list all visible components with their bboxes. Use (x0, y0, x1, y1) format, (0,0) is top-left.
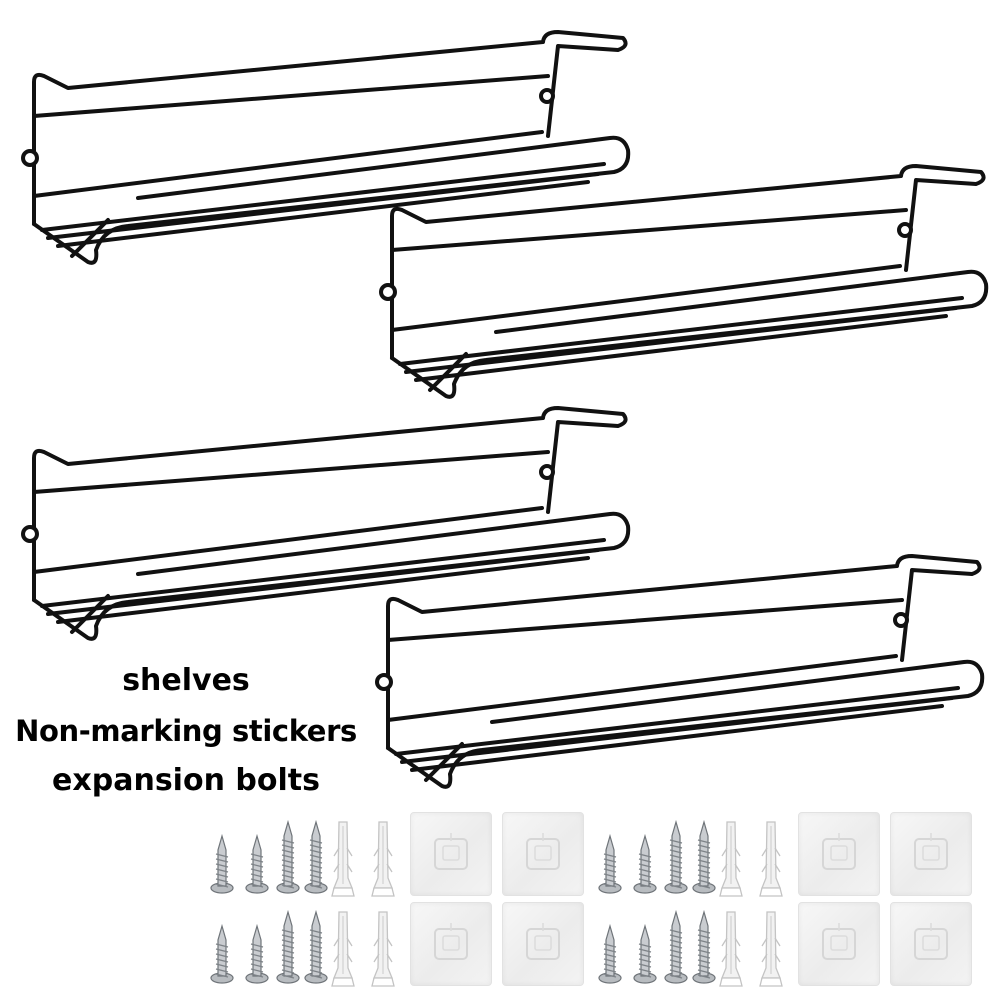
screw-icon (598, 832, 622, 899)
screw-icon (304, 818, 328, 899)
screw-icon (210, 922, 234, 989)
wall-anchor-icon (718, 908, 744, 995)
screw-icon (664, 818, 688, 899)
wall-anchor-icon (330, 908, 356, 995)
spice-rack-shelf-2 (376, 158, 991, 408)
caption-block: shelves Non-marking stickers expansion b… (0, 656, 372, 806)
wire-rack-drawing (375, 554, 985, 789)
sticker-pad (890, 812, 972, 896)
wire-rack-drawing (21, 30, 631, 265)
spice-rack-shelf-1 (18, 24, 633, 274)
wall-anchor-icon (370, 908, 396, 995)
screw-icon (598, 922, 622, 989)
screw-icon (276, 818, 300, 899)
wall-anchor-icon (758, 818, 784, 905)
wall-anchor-icon (718, 818, 744, 905)
sticker-pad (410, 902, 492, 986)
wire-rack-drawing (21, 406, 631, 641)
screw-icon (664, 908, 688, 989)
wall-anchor-icon (758, 908, 784, 995)
sticker-pad (502, 902, 584, 986)
spice-rack-shelf-3 (18, 400, 633, 650)
sticker-pad (410, 812, 492, 896)
wire-rack-drawing (379, 164, 989, 399)
screw-icon (210, 832, 234, 899)
sticker-pad (798, 812, 880, 896)
screw-icon (304, 908, 328, 989)
caption-stickers: Non-marking stickers (15, 714, 357, 748)
spice-rack-shelf-4 (372, 548, 987, 798)
screw-icon (245, 922, 269, 989)
screw-icon (692, 908, 716, 989)
screw-icon (633, 832, 657, 899)
sticker-pad (798, 902, 880, 986)
screw-icon (692, 818, 716, 899)
wall-anchor-icon (330, 818, 356, 905)
sticker-pad (502, 812, 584, 896)
sticker-pad (890, 902, 972, 986)
wall-anchor-icon (370, 818, 396, 905)
caption-bolts: expansion bolts (52, 763, 320, 798)
screw-icon (245, 832, 269, 899)
caption-shelves: shelves (122, 663, 250, 698)
screw-icon (276, 908, 300, 989)
screw-icon (633, 922, 657, 989)
